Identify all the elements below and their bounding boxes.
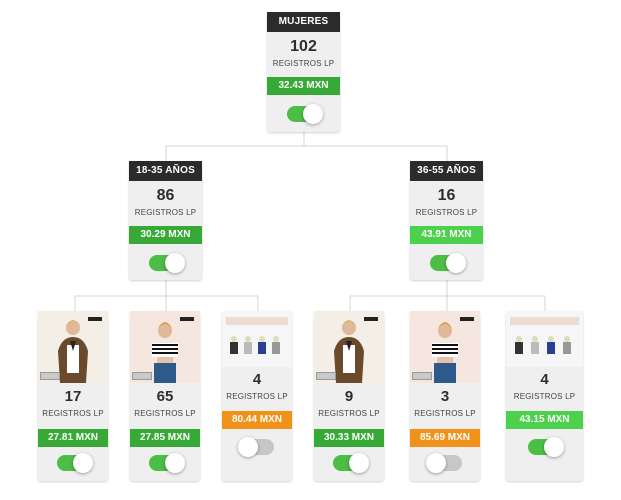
node-mujeres: MUJERES 102 REGISTROS LP 32.43 MXN [267, 12, 340, 132]
ad-image-model-cardigan [38, 311, 108, 383]
status-toggle[interactable] [149, 253, 185, 273]
ad-card[interactable]: 4 REGISTROS LP 43.15 MXN [506, 311, 583, 481]
cost-badge: 32.43 MXN [267, 77, 340, 95]
node-18-35: 18-35 AÑOS 86 REGISTROS LP 30.29 MXN [129, 161, 202, 280]
registros-count: 3 [440, 388, 450, 405]
node-header: MUJERES [267, 12, 340, 32]
ad-image-product-grid [506, 311, 583, 367]
registros-count: 4 [540, 371, 549, 388]
registros-label: REGISTROS LP [134, 208, 197, 217]
registros-count: 65 [156, 388, 174, 405]
ad-image-model-striped [410, 311, 480, 383]
ad-card[interactable]: 9 REGISTROS LP 30.33 MXN [314, 311, 384, 481]
registros-count: 86 [156, 187, 175, 204]
registros-label: REGISTROS LP [318, 409, 380, 418]
registros-label: REGISTROS LP [226, 392, 288, 401]
cost-badge: 27.81 MXN [38, 429, 108, 447]
registros-count: 102 [290, 38, 317, 55]
status-toggle[interactable] [430, 253, 466, 273]
status-toggle[interactable] [426, 453, 462, 473]
cost-badge: 43.15 MXN [506, 411, 583, 429]
node-header: 36-55 AÑOS [410, 161, 483, 181]
status-toggle[interactable] [149, 453, 185, 473]
registros-count: 17 [64, 388, 82, 405]
cost-badge: 30.29 MXN [129, 226, 202, 244]
registros-label: REGISTROS LP [415, 208, 478, 217]
registros-label: REGISTROS LP [42, 409, 104, 418]
ad-card[interactable]: 4 REGISTROS LP 80.44 MXN [222, 311, 292, 481]
registros-count: 16 [437, 187, 456, 204]
status-toggle[interactable] [528, 437, 564, 457]
node-header: 18-35 AÑOS [129, 161, 202, 181]
registros-count: 4 [252, 371, 262, 388]
registros-count: 9 [344, 388, 354, 405]
registros-label: REGISTROS LP [414, 409, 476, 418]
registros-label: REGISTROS LP [272, 59, 335, 68]
status-toggle[interactable] [287, 104, 323, 124]
registros-label: REGISTROS LP [513, 392, 576, 401]
cost-badge: 43.91 MXN [410, 226, 483, 244]
node-36-55: 36-55 AÑOS 16 REGISTROS LP 43.91 MXN [410, 161, 483, 280]
cost-badge: 27.85 MXN [130, 429, 200, 447]
cost-badge: 30.33 MXN [314, 429, 384, 447]
status-toggle[interactable] [57, 453, 93, 473]
cost-badge: 80.44 MXN [222, 411, 292, 429]
ad-card[interactable]: 65 REGISTROS LP 27.85 MXN [130, 311, 200, 481]
ad-card[interactable]: 3 REGISTROS LP 85.69 MXN [410, 311, 480, 481]
ad-image-model-striped [130, 311, 200, 383]
status-toggle[interactable] [333, 453, 369, 473]
cost-badge: 85.69 MXN [410, 429, 480, 447]
ad-card[interactable]: 17 REGISTROS LP 27.81 MXN [38, 311, 108, 481]
registros-label: REGISTROS LP [134, 409, 196, 418]
ad-image-model-cardigan [314, 311, 384, 383]
ad-image-product-grid [222, 311, 292, 367]
status-toggle[interactable] [238, 437, 274, 457]
